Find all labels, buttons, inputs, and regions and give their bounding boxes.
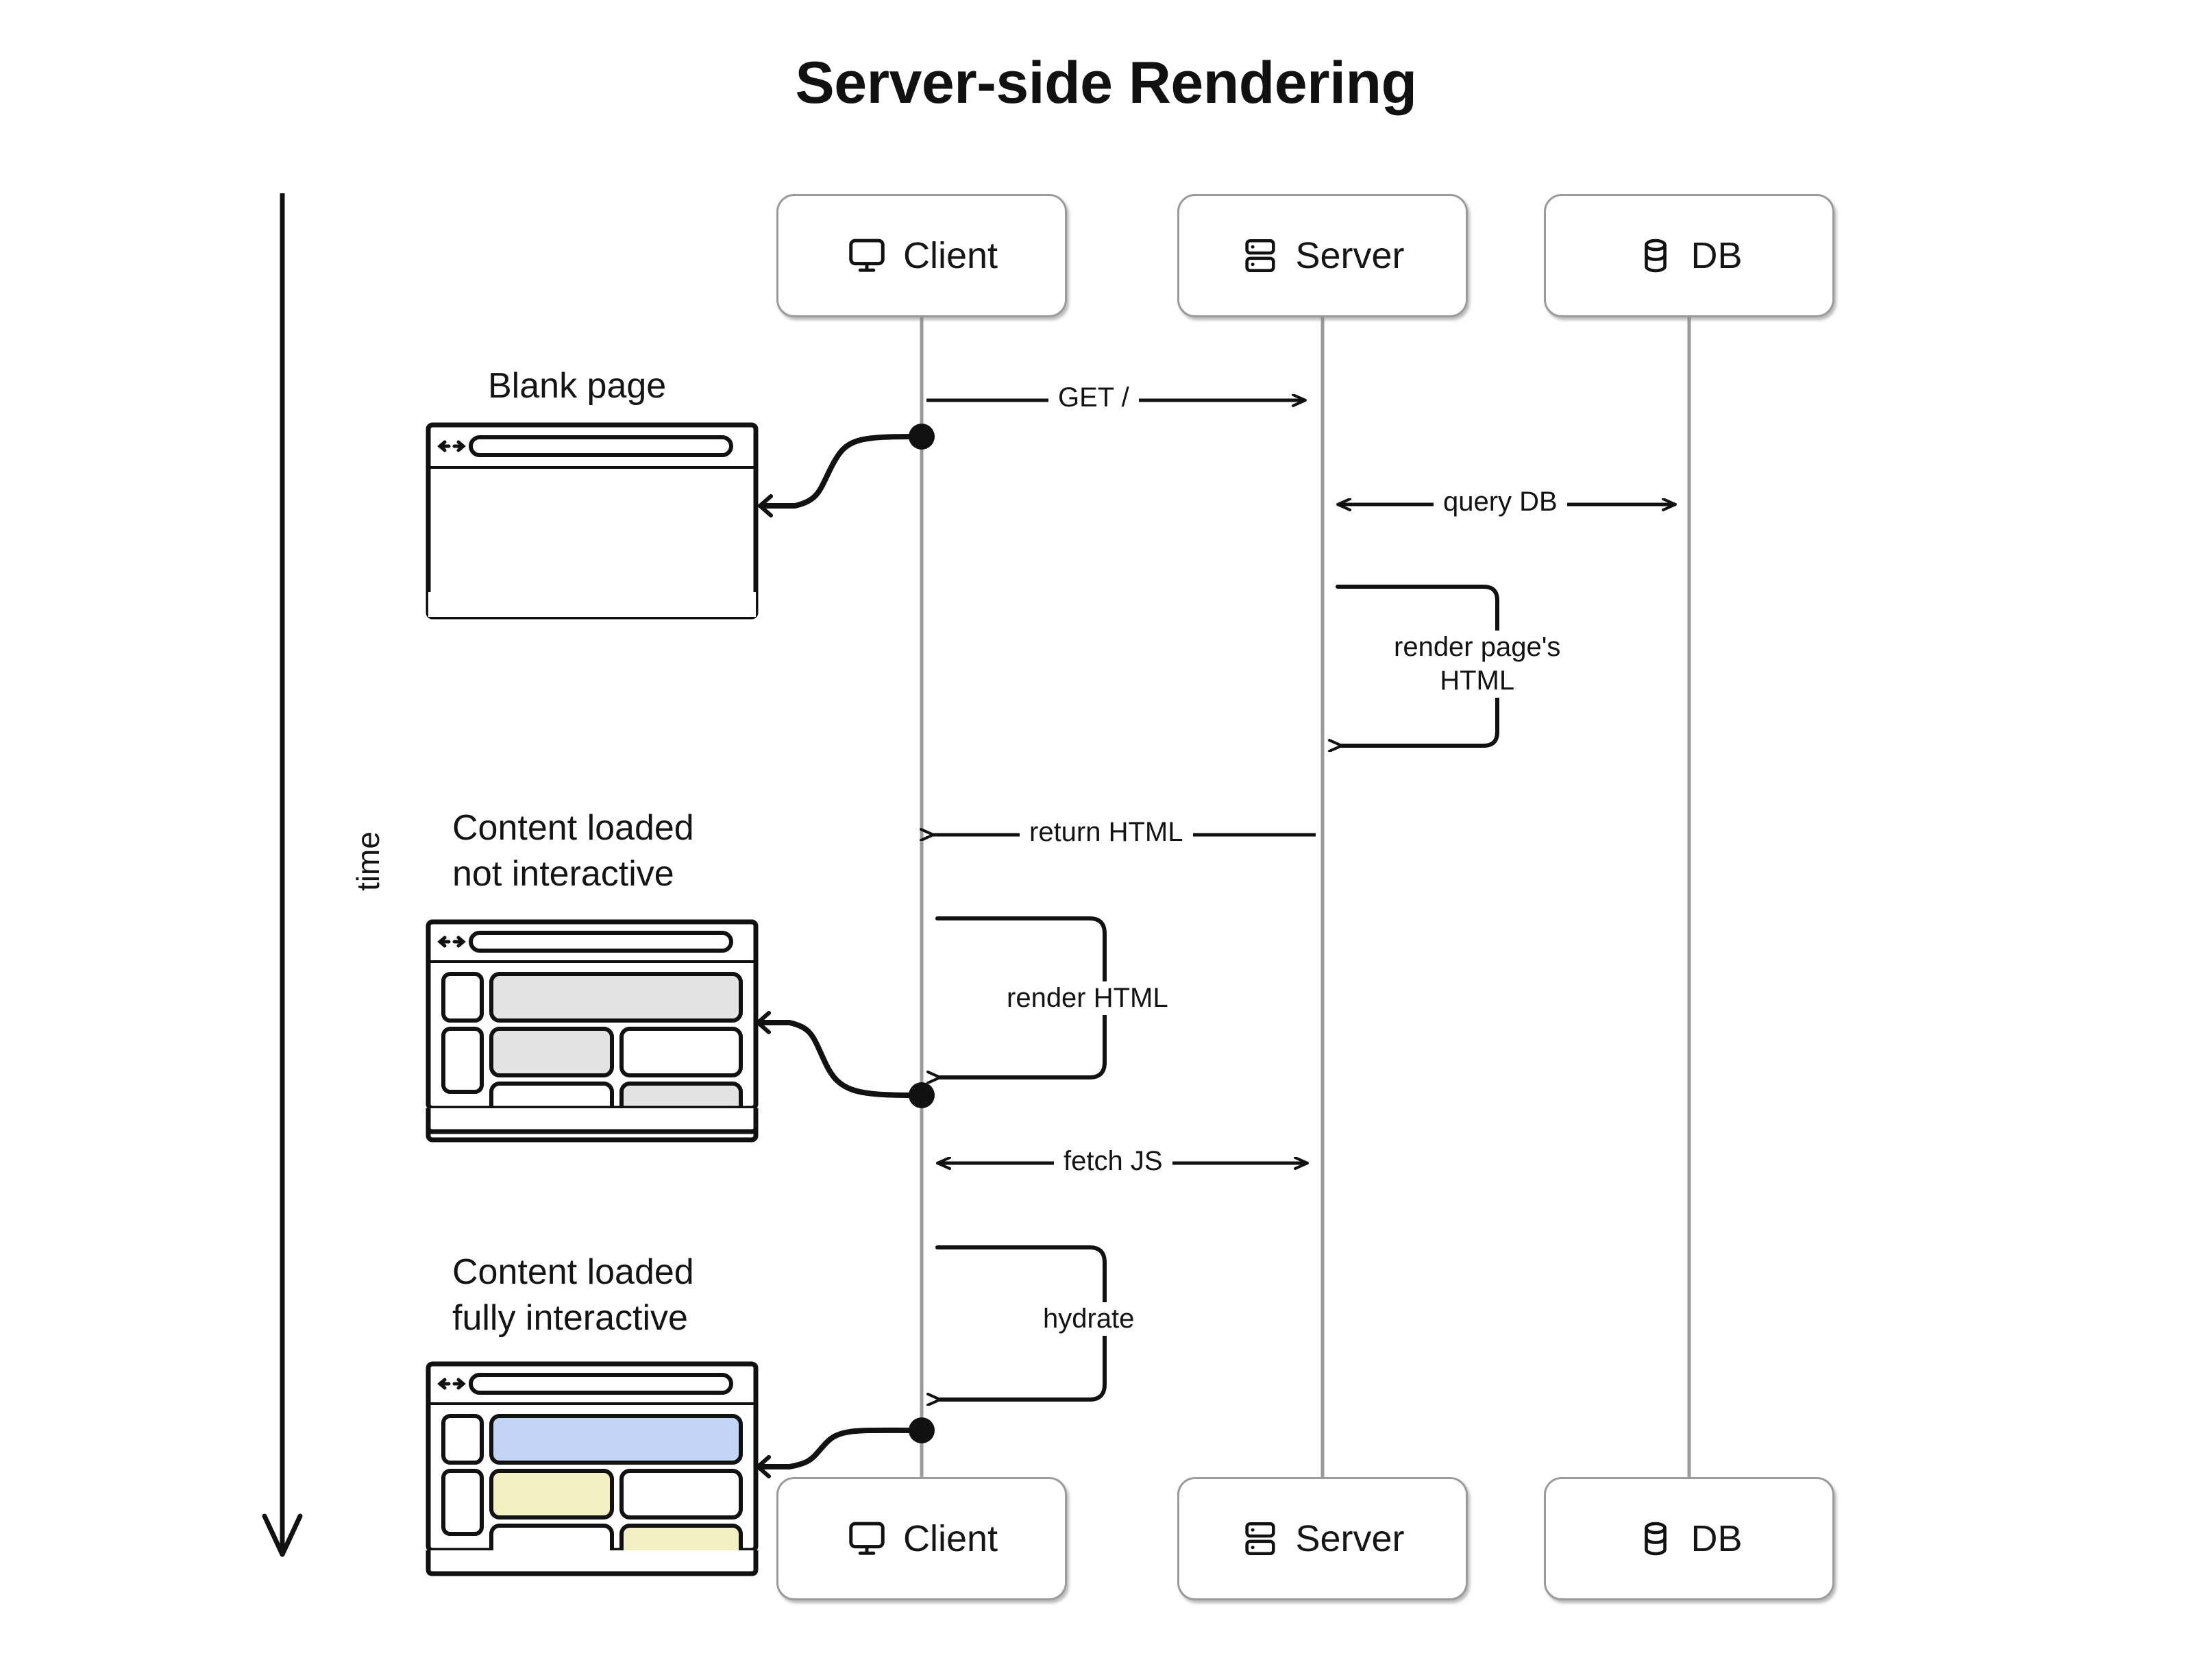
message-label-render-html: render HTML <box>997 981 1178 1015</box>
callout-fully-interactive <box>756 1427 921 1478</box>
time-axis-label: time <box>350 831 386 891</box>
callout-anchor-blank <box>909 424 935 450</box>
participant-client-bottom[interactable]: Client <box>776 1477 1067 1600</box>
monitor-icon <box>846 234 888 277</box>
block-r2-left <box>489 1027 614 1077</box>
participant-server-top[interactable]: Server <box>1177 194 1468 317</box>
callout-blank-page <box>758 434 921 517</box>
message-label-get-root: GET / <box>1048 381 1139 415</box>
browser-mockup-grey <box>426 919 759 1143</box>
time-axis <box>262 193 303 1557</box>
participant-db-bottom[interactable]: DB <box>1544 1477 1834 1600</box>
block-sidebar-top <box>441 1414 484 1465</box>
participant-client-top[interactable]: Client <box>776 194 1067 317</box>
block-hero <box>489 1414 743 1465</box>
participant-db-top[interactable]: DB <box>1544 194 1834 317</box>
block-sidebar-bottom <box>441 1469 484 1536</box>
database-cylinder-icon <box>1636 236 1675 276</box>
participant-label: DB <box>1691 1518 1743 1559</box>
block-sidebar-top <box>441 972 484 1023</box>
block-sidebar-bottom <box>441 1027 484 1094</box>
message-label-query-db: query DB <box>1434 485 1567 519</box>
callout-anchor-interactive <box>909 1417 935 1443</box>
message-label-return-html: return HTML <box>1020 816 1193 849</box>
participant-label: Client <box>902 235 998 276</box>
participant-label: Server <box>1295 1518 1405 1559</box>
state-caption-fully-interactive: Content loaded fully interactive <box>452 1252 694 1338</box>
state-caption-blank-page: Blank page <box>488 366 667 406</box>
database-cylinder-icon <box>1636 1519 1675 1559</box>
message-label-render-page-html: render page's HTML <box>1384 631 1571 698</box>
participant-server-bottom[interactable]: Server <box>1177 1477 1468 1600</box>
block-r2-right <box>619 1469 743 1519</box>
page-title: Server-side Rendering <box>795 50 1417 116</box>
message-hydrate <box>909 1245 1107 1443</box>
message-label-hydrate: hydrate <box>1033 1302 1144 1336</box>
block-r2-left <box>489 1469 614 1519</box>
block-r2-right <box>619 1027 743 1077</box>
callout-anchor-content <box>909 1082 935 1108</box>
block-hero <box>489 972 743 1023</box>
participant-label: Server <box>1295 235 1405 276</box>
browser-mockup-blank <box>426 422 759 620</box>
browser-mockup-colored <box>426 1361 759 1576</box>
server-rack-icon <box>1240 1519 1280 1559</box>
callout-content-loaded <box>756 1011 921 1098</box>
lifelines <box>920 312 1691 1480</box>
participant-label: Client <box>902 1518 998 1559</box>
monitor-icon <box>846 1517 888 1560</box>
server-rack-icon <box>1240 236 1280 276</box>
message-label-fetch-js: fetch JS <box>1054 1145 1172 1178</box>
participant-label: DB <box>1691 235 1743 276</box>
state-caption-not-interactive: Content loaded not interactive <box>452 808 694 894</box>
